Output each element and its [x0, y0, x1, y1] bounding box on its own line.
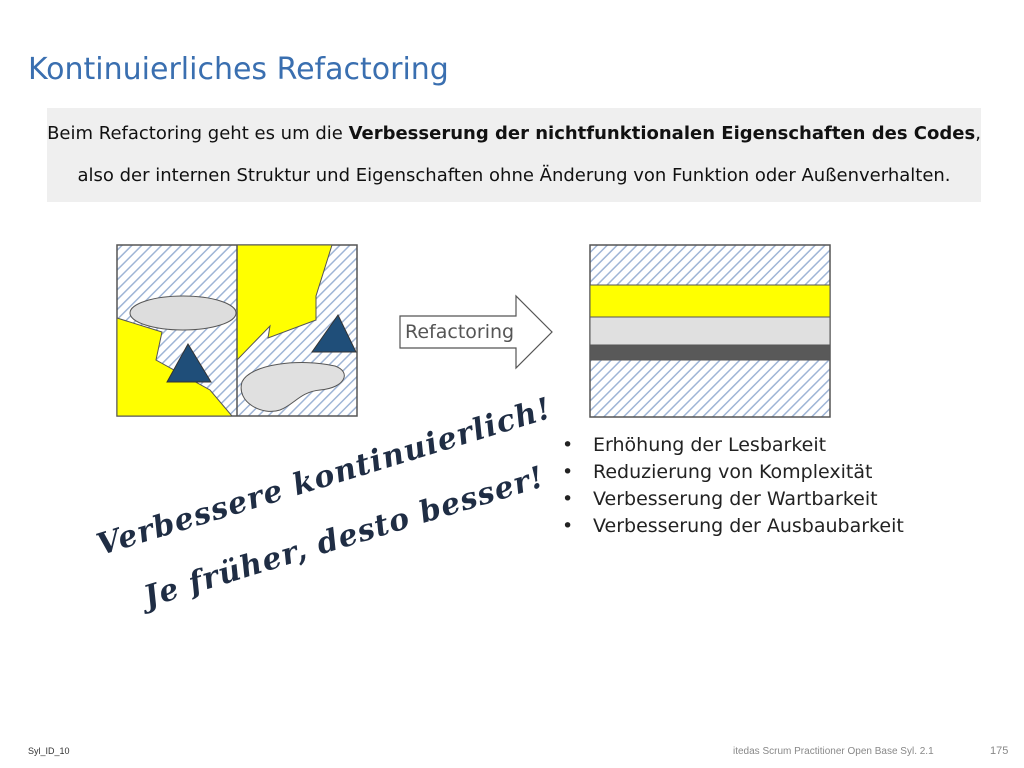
- intro-line-1-suffix: ,: [975, 123, 981, 144]
- intro-box: Beim Refactoring geht es um die Verbesse…: [47, 108, 981, 202]
- refactoring-arrow: [399, 294, 553, 370]
- benefits-list: Erhöhung der Lesbarkeit Reduzierung von …: [560, 432, 904, 540]
- footer-id: Syl_ID_10: [28, 746, 70, 756]
- clean-yellow-band: [589, 284, 831, 318]
- messy-triangle-right: [311, 314, 357, 353]
- arrow-label: Refactoring: [405, 321, 515, 343]
- list-item: Erhöhung der Lesbarkeit: [560, 432, 904, 459]
- messy-triangle-left: [166, 343, 212, 383]
- intro-line-2: also der internen Struktur und Eigenscha…: [77, 165, 951, 186]
- intro-line-1-prefix: Beim Refactoring geht es um die: [47, 123, 349, 144]
- clean-code-block: [589, 244, 831, 418]
- intro-line-1: Beim Refactoring geht es um die Verbesse…: [47, 113, 981, 155]
- messy-grey-blob: [240, 362, 345, 412]
- list-item: Reduzierung von Komplexität: [560, 459, 904, 486]
- clean-dark-band: [589, 344, 831, 361]
- messy-code-block: [116, 244, 358, 417]
- footer-course: itedas Scrum Practitioner Open Base Syl.…: [733, 746, 934, 757]
- messy-yellow-top: [236, 244, 333, 362]
- page-number: 175: [990, 745, 1009, 757]
- list-item: Verbesserung der Wartbarkeit: [560, 486, 904, 513]
- list-item: Verbesserung der Ausbaubarkeit: [560, 513, 904, 540]
- clean-grey-band: [589, 316, 831, 346]
- intro-line-1-bold: Verbesserung der nichtfunktionalen Eigen…: [348, 123, 976, 144]
- messy-grey-ellipse: [129, 295, 237, 331]
- messy-yellow-left: [116, 317, 234, 417]
- slide-title: Kontinuierliches Refactoring: [28, 52, 449, 87]
